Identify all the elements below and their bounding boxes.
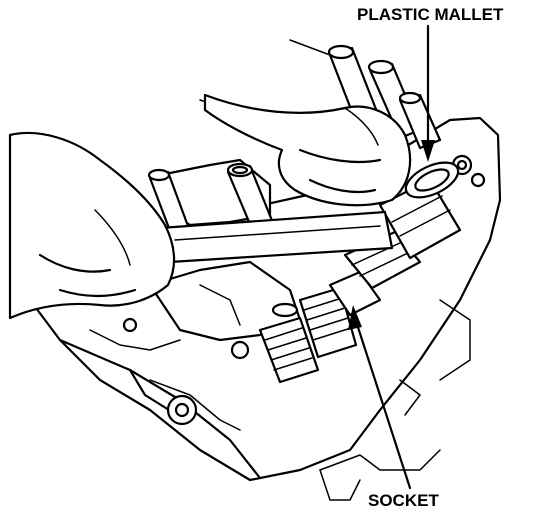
valve-springs — [258, 286, 358, 384]
plastic-mallet — [378, 161, 462, 260]
leader-arrows — [348, 24, 435, 490]
socket-arrowhead — [348, 305, 362, 330]
left-hand — [8, 131, 176, 320]
right-hand — [203, 93, 412, 207]
plastic-mallet-label: PLASTIC MALLET — [357, 5, 504, 24]
socket-leader-line — [353, 316, 412, 490]
socket-label: SOCKET — [368, 491, 439, 510]
mallet-arrowhead — [421, 140, 435, 162]
